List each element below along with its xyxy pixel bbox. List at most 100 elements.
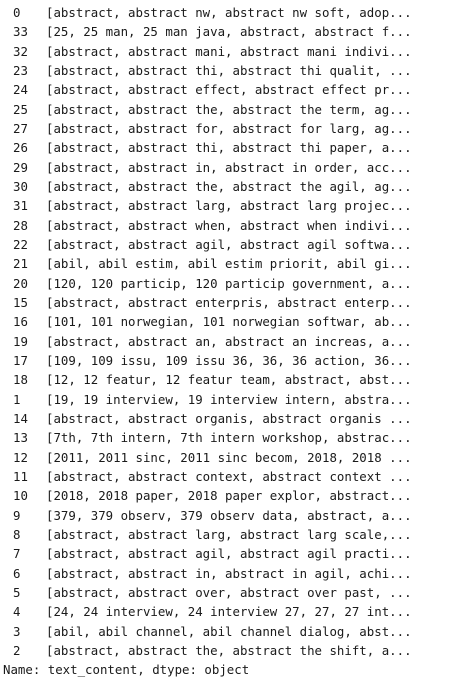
series-row: 27 [abstract, abstract for, abstract for … — [0, 119, 467, 138]
series-row: 17 [109, 109 issu, 109 issu 36, 36, 36 ac… — [0, 351, 467, 370]
row-index: 22 — [13, 236, 28, 252]
row-index: 30 — [13, 178, 28, 194]
row-value: [abstract, abstract larg, abstract larg … — [46, 198, 412, 214]
series-row: 5 [abstract, abstract over, abstract over… — [0, 583, 467, 602]
row-value: [abstract, abstract over, abstract over … — [46, 584, 412, 600]
row-index: 19 — [13, 333, 28, 349]
row-value: [abstract, abstract an, abstract an incr… — [46, 333, 412, 349]
row-index: 32 — [13, 43, 28, 59]
series-row: 25 [abstract, abstract the, abstract the … — [0, 100, 467, 119]
row-value: [abstract, abstract for, abstract for la… — [46, 120, 412, 136]
series-row: 11 [abstract, abstract context, abstract … — [0, 467, 467, 486]
row-value: [abstract, abstract in, abstract in agil… — [46, 565, 412, 581]
series-row: 32 [abstract, abstract mani, abstract man… — [0, 42, 467, 61]
row-index: 27 — [13, 120, 28, 136]
series-footer: Name: text_content, dtype: object — [3, 662, 250, 678]
series-row: 33 [25, 25 man, 25 man java, abstract, ab… — [0, 22, 467, 41]
row-index: 14 — [13, 410, 28, 426]
series-row: 30 [abstract, abstract the, abstract the … — [0, 177, 467, 196]
row-index: 0 — [13, 5, 21, 20]
row-value: [abstract, abstract the, abstract the ag… — [46, 178, 412, 194]
series-row: 16 [101, 101 norwegian, 101 norwegian sof… — [0, 312, 467, 331]
row-value: [abstract, abstract thi, abstract thi qu… — [46, 62, 412, 78]
row-value: [abil, abil estim, abil estim priorit, a… — [46, 256, 412, 272]
row-value: [101, 101 norwegian, 101 norwegian softw… — [46, 314, 412, 330]
row-value: [2011, 2011 sinc, 2011 sinc becom, 2018,… — [46, 449, 412, 465]
row-index: 1 — [13, 391, 21, 407]
row-index: 2 — [13, 642, 21, 658]
row-value: [abstract, abstract the, abstract the te… — [46, 101, 412, 117]
row-index: 6 — [13, 565, 21, 581]
row-index: 5 — [13, 584, 21, 600]
series-row: 12 [2011, 2011 sinc, 2011 sinc becom, 201… — [0, 448, 467, 467]
row-index: 21 — [13, 256, 28, 272]
row-value: [abstract, abstract the, abstract the sh… — [46, 642, 412, 658]
series-row: 31 [abstract, abstract larg, abstract lar… — [0, 196, 467, 215]
row-value: [abstract, abstract thi, abstract thi pa… — [46, 140, 412, 156]
row-value: [abstract, abstract when, abstract when … — [46, 217, 412, 233]
row-index: 31 — [13, 198, 28, 214]
series-row: 18 [12, 12 featur, 12 featur team, abstra… — [0, 370, 467, 389]
series-row: 7 [abstract, abstract agil, abstract agil… — [0, 544, 467, 563]
series-row: 10 [2018, 2018 paper, 2018 paper explor, … — [0, 486, 467, 505]
row-value: [7th, 7th intern, 7th intern workshop, a… — [46, 430, 412, 446]
row-value: [abstract, abstract nw, abstract nw soft… — [46, 5, 412, 20]
series-rows: 0 [abstract, abstract nw, abstract nw sof… — [0, 3, 467, 660]
row-index: 16 — [13, 314, 28, 330]
row-value: [abstract, abstract larg, abstract larg … — [46, 526, 412, 542]
row-value: [379, 379 observ, 379 observ data, abstr… — [46, 507, 412, 523]
series-row: 24 [abstract, abstract effect, abstract e… — [0, 80, 467, 99]
series-row: 15 [abstract, abstract enterpris, abstrac… — [0, 293, 467, 312]
series-row: 1 [19, 19 interview, 19 interview intern,… — [0, 390, 467, 409]
row-index: 8 — [13, 526, 21, 542]
row-index: 18 — [13, 372, 28, 388]
series-row: 22 [abstract, abstract agil, abstract agi… — [0, 235, 467, 254]
row-index: 7 — [13, 546, 21, 562]
row-value: [24, 24 interview, 24 interview 27, 27, … — [46, 604, 412, 620]
series-row: 26 [abstract, abstract thi, abstract thi … — [0, 138, 467, 157]
row-index: 29 — [13, 159, 28, 175]
row-value: [2018, 2018 paper, 2018 paper explor, ab… — [46, 488, 412, 504]
row-index: 33 — [13, 24, 28, 40]
row-index: 20 — [13, 275, 28, 291]
series-row: 4 [24, 24 interview, 24 interview 27, 27,… — [0, 602, 467, 621]
series-row: 20 [120, 120 particip, 120 particip gover… — [0, 274, 467, 293]
row-index: 3 — [13, 623, 21, 639]
series-row: 19 [abstract, abstract an, abstract an in… — [0, 332, 467, 351]
series-output: 0 [abstract, abstract nw, abstract nw sof… — [3, 5, 412, 677]
row-index: 4 — [13, 604, 21, 620]
row-value: [abstract, abstract enterpris, abstract … — [46, 294, 412, 310]
row-value: [120, 120 particip, 120 particip governm… — [46, 275, 412, 291]
series-row: 9[379, 379 observ, 379 observ data, abst… — [0, 506, 467, 525]
row-value: [abstract, abstract in, abstract in orde… — [46, 159, 412, 175]
row-index: 17 — [13, 352, 28, 368]
series-row: 2 [abstract, abstract the, abstract the s… — [0, 641, 467, 660]
row-value: [12, 12 featur, 12 featur team, abstract… — [46, 372, 412, 388]
row-index: 28 — [13, 217, 28, 233]
row-value: [25, 25 man, 25 man java, abstract, abst… — [46, 24, 412, 40]
row-value: [abstract, abstract organis, abstract or… — [46, 410, 412, 426]
row-value: [19, 19 interview, 19 interview intern, … — [46, 391, 412, 407]
row-value: [abstract, abstract effect, abstract eff… — [46, 82, 412, 98]
row-index: 10 — [13, 488, 28, 504]
row-value: [109, 109 issu, 109 issu 36, 36, 36 acti… — [46, 352, 412, 368]
row-index: 25 — [13, 101, 28, 117]
row-value: [abstract, abstract agil, abstract agil … — [46, 546, 412, 562]
series-row: 13[7th, 7th intern, 7th intern workshop,… — [0, 428, 467, 447]
series-row: 14 [abstract, abstract organis, abstract … — [0, 409, 467, 428]
row-index: 12 — [13, 449, 28, 465]
series-row: 28 [abstract, abstract when, abstract whe… — [0, 216, 467, 235]
series-row: 3 [abil, abil channel, abil channel dialo… — [0, 622, 467, 641]
row-value: [abstract, abstract mani, abstract mani … — [46, 43, 412, 59]
series-row: 21 [abil, abil estim, abil estim priorit,… — [0, 254, 467, 273]
row-index: 26 — [13, 140, 28, 156]
row-index: 15 — [13, 294, 28, 310]
series-row: 6 [abstract, abstract in, abstract in agi… — [0, 564, 467, 583]
row-value: [abstract, abstract agil, abstract agil … — [46, 236, 412, 252]
row-index: 11 — [13, 468, 28, 484]
row-index: 24 — [13, 82, 28, 98]
series-row: 8 [abstract, abstract larg, abstract larg… — [0, 525, 467, 544]
series-row: 0 [abstract, abstract nw, abstract nw sof… — [0, 3, 467, 22]
row-value: [abstract, abstract context, abstract co… — [46, 468, 412, 484]
row-value: [abil, abil channel, abil channel dialog… — [46, 623, 412, 639]
